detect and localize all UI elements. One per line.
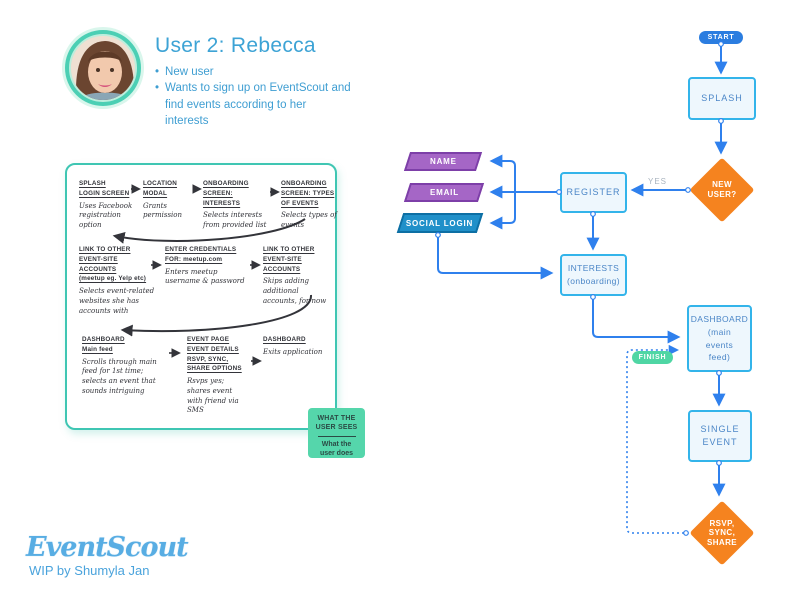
persona-bullets: • New user • Wants to sign up on EventSc… xyxy=(155,64,351,129)
sketch-does: Scrolls through main feed for 1st time; … xyxy=(82,357,157,395)
persona-bullet: • Wants to sign up on EventScout and fin… xyxy=(155,80,351,129)
sketch-does: Selects types of events xyxy=(281,211,337,230)
connector-social-interests xyxy=(437,236,554,280)
legend-sees-label: WHAT THE USER SEES xyxy=(315,415,358,432)
flow-node-splash: SPLASH xyxy=(688,77,756,120)
connector-interests-dashboard xyxy=(592,299,681,344)
sketch-sees: DASHBOARD Main feed xyxy=(82,336,125,353)
flow-node-label: INTERESTS (onboarding) xyxy=(567,263,620,286)
connector-rsvp-dashboard-dotted xyxy=(626,344,684,534)
connector-register-name xyxy=(489,154,516,192)
flow-node-email-input: EMAIL xyxy=(403,183,485,202)
connector-dot xyxy=(683,530,689,536)
flow-node-interests: INTERESTS (onboarding) xyxy=(560,254,627,296)
connector-dot xyxy=(435,232,441,238)
sketch-sees: LINK TO OTHER EVENT-SITE ACCOUNTS (meetu… xyxy=(79,246,147,283)
legend-divider xyxy=(317,436,356,438)
legend-does-label: What the user does xyxy=(319,441,354,458)
persona-bullet-text: Wants to sign up on EventScout and find … xyxy=(165,82,351,127)
flow-node-label: REGISTER xyxy=(566,186,621,197)
sketch-cell: LOCATION MODAL Grants permission xyxy=(143,179,193,221)
flow-node-label: RSVP, SYNC, SHARE xyxy=(706,518,737,547)
sketch-cell: EVENT PAGE EVENT DETAILS RSVP, SYNC, SHA… xyxy=(187,335,249,416)
flow-node-name-input: NAME xyxy=(403,152,483,171)
flow-node-new-user: NEW USER? xyxy=(689,157,755,223)
sketch-sees: EVENT PAGE EVENT DETAILS RSVP, SYNC, SHA… xyxy=(187,336,242,373)
connector-register-social xyxy=(489,192,516,230)
sketch-sees: LINK TO OTHER EVENT-SITE ACCOUNTS xyxy=(263,246,315,273)
flow-node-label: DASHBOARD (main events feed) xyxy=(690,314,749,363)
flow-node-single-event: SINGLE EVENT xyxy=(688,410,752,462)
flow-node-label: NAME xyxy=(429,157,457,166)
legend-badge: WHAT THE USER SEES What the user does xyxy=(308,408,365,458)
sketch-cell: SPLASH LOGIN SCREEN Uses Facebook regist… xyxy=(79,179,137,231)
sketch-sees: DASHBOARD xyxy=(263,336,306,343)
flow-node-label: SPLASH xyxy=(701,92,743,103)
flow-node-label: SINGLE EVENT xyxy=(700,423,740,448)
sketch-does: Enters meetup username & password xyxy=(165,267,245,286)
bullet-dot-icon: • xyxy=(155,66,160,78)
sketch-sees: ONBOARDING SCREEN: INTERESTS xyxy=(203,180,249,207)
persona-bullet-text: New user xyxy=(165,66,214,78)
sketch-cell: ENTER CREDENTIALS FOR: meetup.com Enters… xyxy=(165,245,247,287)
avatar-ring xyxy=(65,30,141,106)
eventscout-logo: EventScout xyxy=(26,532,189,563)
flow-node-social-login: SOCIAL LOGIN xyxy=(396,213,484,233)
sketch-cell: DASHBOARD Main feed Scrolls through main… xyxy=(82,335,166,397)
flow-node-label: START xyxy=(707,34,735,41)
sketch-does: Skips adding additional accounts, for no… xyxy=(263,277,327,305)
avatar xyxy=(69,34,137,102)
sketch-cell: DASHBOARD Exits application xyxy=(263,335,335,358)
flow-node-label: NEW USER? xyxy=(707,180,737,199)
sketch-does: Selects event-related websites she has a… xyxy=(79,287,155,315)
sketch-does: Uses Facebook registration option xyxy=(79,201,133,230)
sketch-cell: LINK TO OTHER EVENT-SITE ACCOUNTS (meetu… xyxy=(79,245,157,316)
page-title: User 2: Rebecca xyxy=(155,34,316,57)
rebecca-portrait-icon xyxy=(71,36,135,100)
sketch-sees: LOCATION MODAL xyxy=(143,180,178,197)
sketch-does: Selects interests from provided list xyxy=(203,211,267,230)
flow-node-dashboard: DASHBOARD (main events feed) xyxy=(687,305,752,372)
flow-node-start: START xyxy=(699,31,743,44)
flow-node-label: SOCIAL LOGIN xyxy=(406,218,474,228)
wip-credit: WIP by Shumyla Jan xyxy=(29,563,150,578)
sketch-cell: ONBOARDING SCREEN: TYPES OF EVENTS Selec… xyxy=(281,179,337,231)
bullet-dot-icon: • xyxy=(155,82,160,95)
flow-node-label: FINISH xyxy=(638,354,667,361)
sketch-sees: ONBOARDING SCREEN: TYPES OF EVENTS xyxy=(281,180,335,207)
yes-branch-label: YES xyxy=(648,177,668,186)
sketch-cell: LINK TO OTHER EVENT-SITE ACCOUNTS Skips … xyxy=(263,245,333,307)
flow-node-register: REGISTER xyxy=(560,172,627,213)
sketch-sees: SPLASH LOGIN SCREEN xyxy=(79,180,130,197)
sketch-sees: ENTER CREDENTIALS FOR: meetup.com xyxy=(165,246,237,263)
persona-bullet: • New user xyxy=(155,64,351,80)
sketch-does: Exits application xyxy=(263,347,323,356)
sketch-cell: ONBOARDING SCREEN: INTERESTS Selects int… xyxy=(203,179,271,231)
flow-node-finish: FINISH xyxy=(632,351,673,364)
sketch-does: Grants permission xyxy=(143,201,182,220)
sketch-panel: SPLASH LOGIN SCREEN Uses Facebook regist… xyxy=(65,163,337,430)
flow-node-rsvp-sync-share: RSVP, SYNC, SHARE xyxy=(689,500,755,566)
flow-node-label: EMAIL xyxy=(429,188,459,197)
sketch-does: Rsvps yes; shares event with friend via … xyxy=(187,377,239,415)
